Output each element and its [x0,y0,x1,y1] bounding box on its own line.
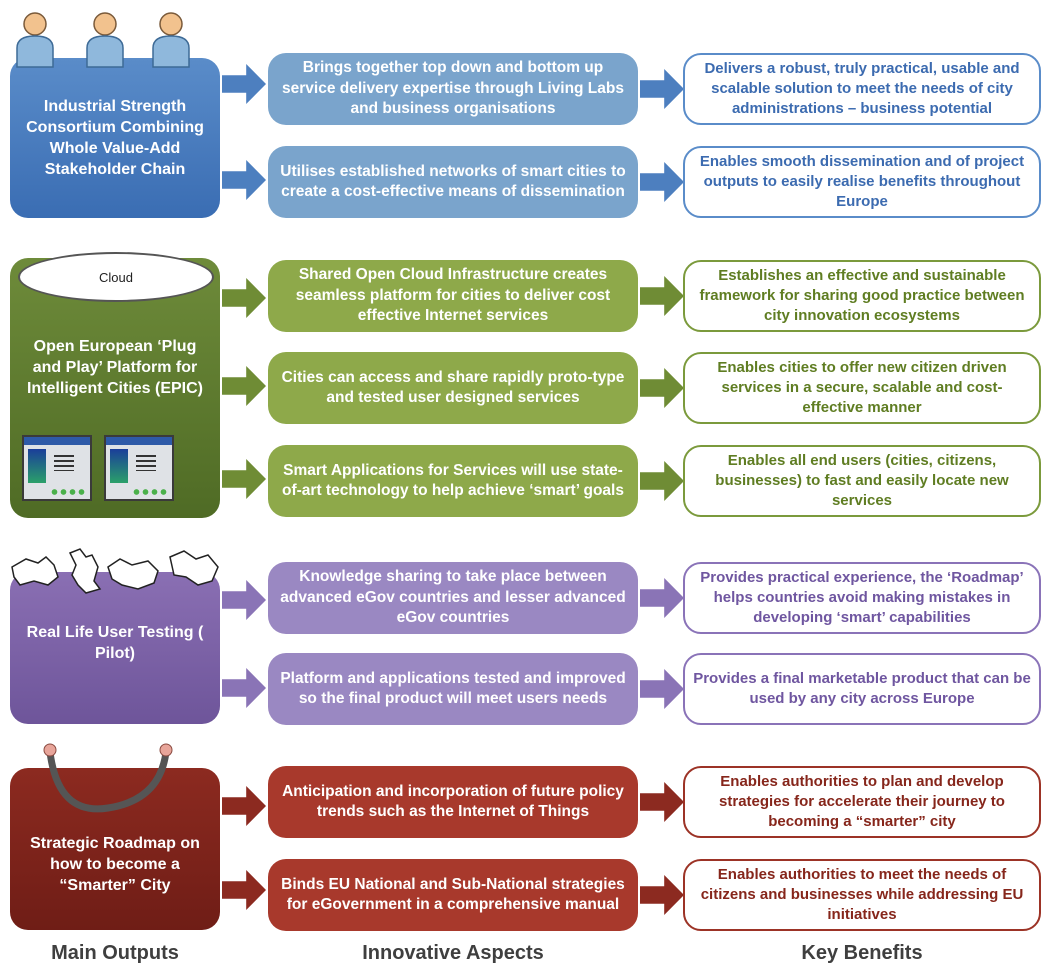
arrow-icon [222,64,266,104]
innovative-aspect: Anticipation and incorporation of future… [268,766,638,838]
column-label-innovative-aspects: Innovative Aspects [362,942,544,964]
key-benefit: Enables authorities to meet the needs of… [683,859,1041,931]
key-benefit: Enables cities to offer new citizen driv… [683,352,1041,424]
arrow-icon [640,578,684,618]
arrow-icon [222,668,266,708]
arrow-icon [222,870,266,910]
innovative-aspect: Brings together top down and bottom up s… [268,53,638,125]
column-label-key-benefits: Key Benefits [801,942,923,964]
arrow-icon [640,875,684,915]
key-benefit: Establishes an effective and sustainable… [683,260,1041,332]
key-benefit: Provides a final marketable product that… [683,653,1041,725]
arrow-icon [640,162,684,202]
arrow-icon [222,366,266,406]
arrow-icon [640,669,684,709]
innovative-aspect: Smart Applications for Services will use… [268,445,638,517]
cable-icon [43,743,173,813]
innovative-aspect: Binds EU National and Sub-National strat… [268,859,638,931]
arrow-icon [222,160,266,200]
person-icon [152,12,190,68]
arrow-icon [222,459,266,499]
arrow-icon [222,580,266,620]
europe-map-icon [11,548,219,594]
main-output-consortium: Industrial Strength Consortium Combining… [10,58,220,218]
innovative-aspect: Cities can access and share rapidly prot… [268,352,638,424]
key-benefit: Enables authorities to plan and develop … [683,766,1041,838]
key-benefit: Enables smooth dissemination and of proj… [683,146,1041,218]
key-benefit: Delivers a robust, truly practical, usab… [683,53,1041,125]
innovative-aspect: Platform and applications tested and imp… [268,653,638,725]
main-output-strategic-roadmap: Strategic Roadmap on how to become a “Sm… [10,768,220,930]
person-icon [16,12,54,68]
arrow-icon [640,782,684,822]
innovative-aspect: Utilises established networks of smart c… [268,146,638,218]
key-benefit: Enables all end users (cities, citizens,… [683,445,1041,517]
application-window-icon [22,435,92,501]
column-label-main-outputs: Main Outputs [51,942,179,964]
innovative-aspect: Shared Open Cloud Infrastructure creates… [268,260,638,332]
main-output-user-testing: Real Life User Testing ( Pilot) [10,572,220,724]
arrow-icon [640,461,684,501]
key-benefit: Provides practical experience, the ‘Road… [683,562,1041,634]
arrow-icon [222,786,266,826]
person-icon [86,12,124,68]
arrow-icon [640,276,684,316]
cloud-icon: Cloud [18,252,214,302]
arrow-icon [640,69,684,109]
arrow-icon [222,278,266,318]
application-window-icon [104,435,174,501]
arrow-icon [640,368,684,408]
innovative-aspect: Knowledge sharing to take place between … [268,562,638,634]
